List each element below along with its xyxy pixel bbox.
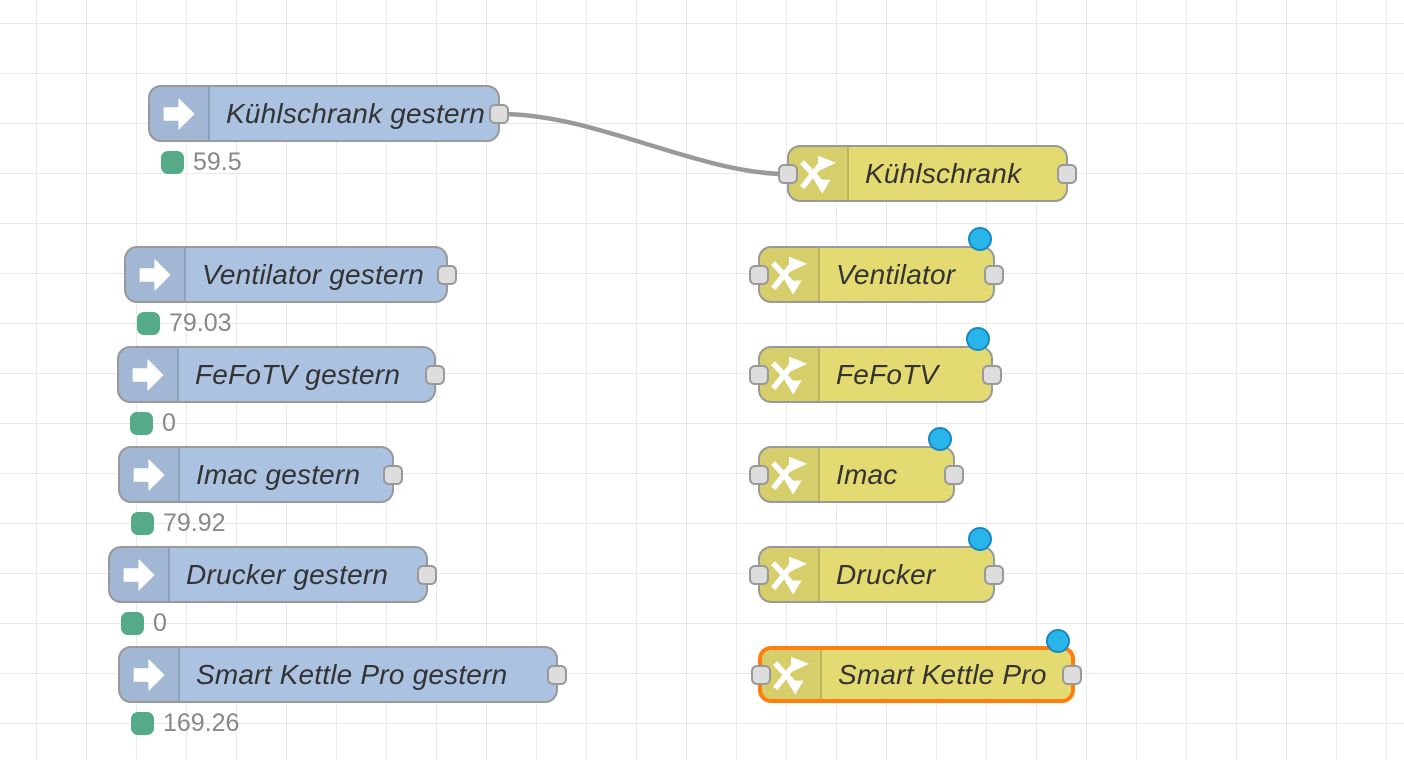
node-inject-ventilator-gestern[interactable]: Ventilator gestern 79.03 bbox=[124, 246, 457, 337]
node-label: Drucker bbox=[836, 558, 936, 590]
node-inject-fefotv-gestern[interactable]: FeFoTV gestern 0 bbox=[117, 346, 445, 437]
status-green-badge bbox=[137, 312, 160, 335]
node-icon-region bbox=[789, 147, 849, 200]
node-label: Smart Kettle Pro bbox=[838, 658, 1047, 690]
shuffle-arrows-icon bbox=[771, 356, 808, 395]
node-label: Kühlschrank bbox=[865, 157, 1022, 189]
changed-indicator-dot bbox=[966, 327, 990, 351]
shuffle-arrows-icon bbox=[800, 155, 837, 194]
output-port[interactable] bbox=[1057, 163, 1077, 184]
shuffle-arrows-icon bbox=[771, 256, 808, 295]
output-port[interactable] bbox=[437, 264, 457, 285]
node-change-kuehlschrank[interactable]: Kühlschrank bbox=[778, 145, 1077, 202]
output-port[interactable] bbox=[417, 564, 437, 585]
input-port[interactable] bbox=[778, 163, 798, 184]
status-green-badge bbox=[130, 412, 153, 435]
changed-indicator-dot bbox=[1046, 629, 1070, 653]
node-change-ventilator[interactable]: Ventilator bbox=[749, 227, 1004, 303]
node-icon-region bbox=[126, 248, 186, 301]
node-icon-region bbox=[110, 548, 170, 601]
node-inject-imac-gestern[interactable]: Imac gestern 79.92 bbox=[118, 446, 403, 537]
inject-arrow-icon bbox=[139, 259, 171, 290]
status-text: 0 bbox=[162, 409, 176, 437]
node-status: 0 bbox=[121, 609, 167, 638]
node-status: 79.03 bbox=[137, 309, 232, 338]
output-port[interactable] bbox=[489, 103, 509, 124]
status-text: 0 bbox=[153, 609, 167, 637]
node-label: Drucker gestern bbox=[186, 558, 389, 590]
node-inject-kuehlschrank-gestern[interactable]: Kühlschrank gestern 59.5 bbox=[148, 85, 509, 176]
changed-indicator-dot bbox=[968, 227, 992, 251]
output-port[interactable] bbox=[984, 564, 1004, 585]
node-icon-region bbox=[760, 348, 820, 401]
node-icon-region bbox=[120, 648, 180, 701]
status-text: 79.92 bbox=[163, 509, 226, 537]
node-label: FeFoTV bbox=[836, 358, 939, 390]
node-label: Imac gestern bbox=[196, 458, 361, 490]
node-icon-region bbox=[760, 248, 820, 301]
status-green-badge bbox=[131, 512, 154, 535]
input-port[interactable] bbox=[749, 564, 769, 585]
status-text: 79.03 bbox=[169, 309, 232, 337]
inject-arrow-icon bbox=[133, 459, 165, 490]
changed-indicator-dot bbox=[928, 427, 952, 451]
output-port[interactable] bbox=[984, 264, 1004, 285]
inject-arrow-icon bbox=[133, 659, 165, 690]
status-text: 169.26 bbox=[163, 709, 240, 737]
node-icon-region bbox=[119, 348, 179, 401]
status-green-badge bbox=[121, 612, 144, 635]
status-green-badge bbox=[131, 712, 154, 735]
node-change-imac[interactable]: Imac bbox=[749, 427, 964, 503]
inject-arrow-icon bbox=[132, 359, 164, 390]
node-icon-region bbox=[760, 448, 820, 501]
output-port[interactable] bbox=[944, 464, 964, 485]
node-icon-region bbox=[762, 650, 822, 699]
node-label: Ventilator gestern bbox=[202, 258, 425, 290]
node-label: FeFoTV gestern bbox=[195, 358, 401, 390]
input-port[interactable] bbox=[749, 464, 769, 485]
output-port[interactable] bbox=[1062, 664, 1082, 685]
shuffle-arrows-icon bbox=[771, 556, 808, 595]
node-label: Smart Kettle Pro gestern bbox=[196, 658, 508, 690]
node-status: 169.26 bbox=[131, 709, 239, 738]
node-inject-smart-kettle-pro-gestern[interactable]: Smart Kettle Pro gestern 169.26 bbox=[118, 646, 567, 737]
changed-indicator-dot bbox=[968, 527, 992, 551]
shuffle-arrows-icon bbox=[771, 456, 808, 495]
status-text: 59.5 bbox=[193, 148, 242, 176]
node-status: 79.92 bbox=[131, 509, 226, 538]
node-icon-region bbox=[120, 448, 180, 501]
output-port[interactable] bbox=[383, 464, 403, 485]
node-label: Imac bbox=[836, 458, 898, 490]
node-status: 0 bbox=[130, 409, 176, 438]
input-port[interactable] bbox=[749, 364, 769, 385]
output-port[interactable] bbox=[982, 364, 1002, 385]
wire-kuehlschrank[interactable] bbox=[499, 111, 789, 177]
node-inject-drucker-gestern[interactable]: Drucker gestern 0 bbox=[108, 546, 437, 637]
node-change-smart-kettle-pro[interactable]: Smart Kettle Pro bbox=[751, 629, 1082, 703]
node-label: Ventilator bbox=[836, 258, 956, 290]
node-status: 59.5 bbox=[161, 148, 242, 177]
node-icon-region bbox=[760, 548, 820, 601]
input-port[interactable] bbox=[749, 264, 769, 285]
node-change-drucker[interactable]: Drucker bbox=[749, 527, 1004, 603]
node-icon-region bbox=[150, 87, 210, 140]
inject-arrow-icon bbox=[163, 98, 195, 129]
output-port[interactable] bbox=[425, 364, 445, 385]
status-green-badge bbox=[161, 151, 184, 174]
node-label: Kühlschrank gestern bbox=[226, 97, 486, 129]
shuffle-arrows-icon bbox=[773, 656, 810, 695]
input-port[interactable] bbox=[751, 664, 771, 685]
output-port[interactable] bbox=[547, 664, 567, 685]
inject-arrow-icon bbox=[123, 559, 155, 590]
node-change-fefotv[interactable]: FeFoTV bbox=[749, 327, 1002, 403]
